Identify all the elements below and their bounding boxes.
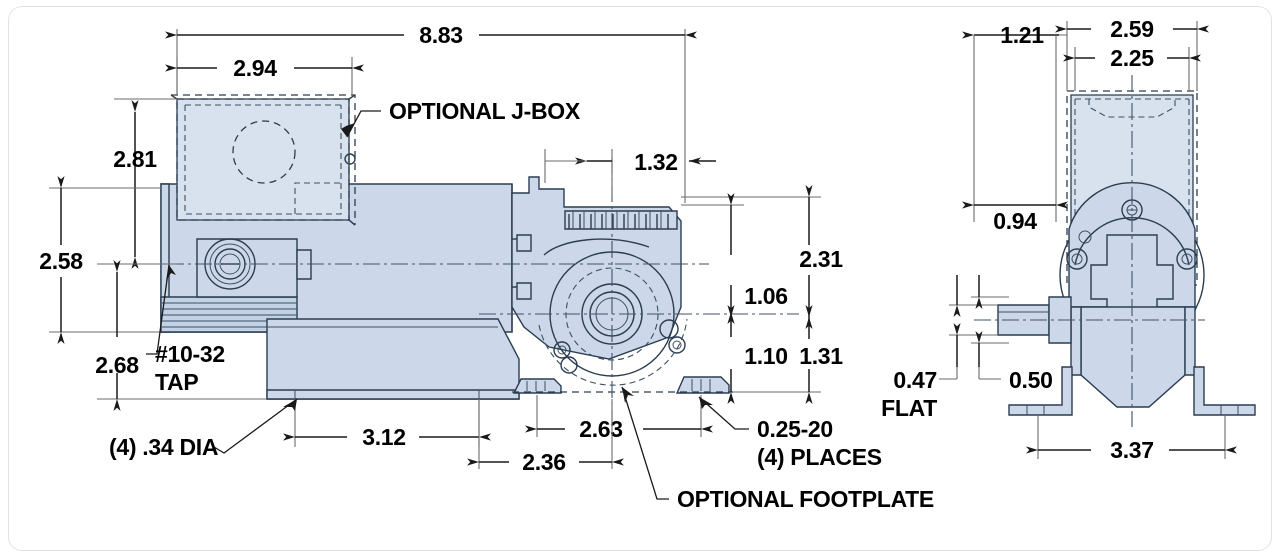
drawing-card: 8.83 2.94 1.32 2.81: [8, 6, 1272, 551]
note-thread-size: 0.25-20: [757, 416, 833, 442]
dim-inner-body-width: 2.25: [1110, 45, 1154, 71]
dim-top-to-center: 1.21: [1000, 22, 1044, 48]
dim-footplate-width: 3.37: [1110, 437, 1154, 463]
left-view-notes: OPTIONAL J-BOX #10-32 TAP (4) .34 DIA 0.…: [109, 98, 934, 512]
right-view-dimensions: 2.59 2.25 1.21 0.94: [881, 16, 1237, 463]
left-side-elevation-view: [139, 94, 799, 427]
motor-base-block: [266, 318, 520, 400]
dim-motor-center-height: 2.58: [39, 248, 83, 274]
dim-footplate-hole-spacing: 3.12: [362, 424, 406, 450]
dim-shaft-flat-depth: 0.47: [893, 367, 937, 393]
dim-base-to-center: 1.31: [799, 343, 843, 369]
dim-jbox-width: 2.94: [233, 55, 277, 81]
note-optional-footplate: OPTIONAL FOOTPLATE: [677, 486, 934, 512]
left-view-dimensions: 8.83 2.94 1.32 2.81: [39, 22, 843, 475]
gearbox-fins: [564, 210, 678, 230]
note-tap-word: TAP: [155, 369, 198, 395]
optional-jbox: [170, 94, 356, 226]
dim-gearbox-offset: 1.32: [634, 149, 678, 175]
dim-footplate-height: 2.68: [95, 352, 139, 378]
dim-shaft-diameter: 0.50: [1009, 367, 1053, 393]
dim-shaft-to-top: 1.06: [744, 283, 788, 309]
technical-drawing-canvas: 8.83 2.94 1.32 2.81: [39, 16, 1256, 512]
output-shaft: [974, 296, 1205, 344]
dim-overall-length: 8.83: [419, 22, 463, 48]
note-tap-size: #10-32: [155, 341, 225, 367]
right-end-elevation-view: [974, 75, 1256, 427]
note-mount-holes: (4) .34 DIA: [109, 434, 218, 460]
dim-gearbox-overall-height: 2.31: [799, 246, 843, 272]
gearbox-housing: [511, 176, 688, 386]
dim-center-offset: 0.94: [993, 208, 1037, 234]
optional-footplate-right-view: [1008, 366, 1256, 416]
optional-footplate-left-view: [512, 376, 733, 394]
dim-footplate-to-center: 2.36: [522, 449, 566, 475]
note-shaft-flat: FLAT: [881, 395, 937, 421]
dim-shaft-to-base: 1.10: [744, 343, 788, 369]
dim-jbox-height: 2.81: [113, 146, 157, 172]
note-thread-places: (4) PLACES: [757, 444, 882, 470]
dim-mount-hole-spacing: 2.63: [579, 416, 623, 442]
note-optional-jbox: OPTIONAL J-BOX: [389, 98, 581, 124]
dim-body-width: 2.59: [1110, 16, 1154, 42]
